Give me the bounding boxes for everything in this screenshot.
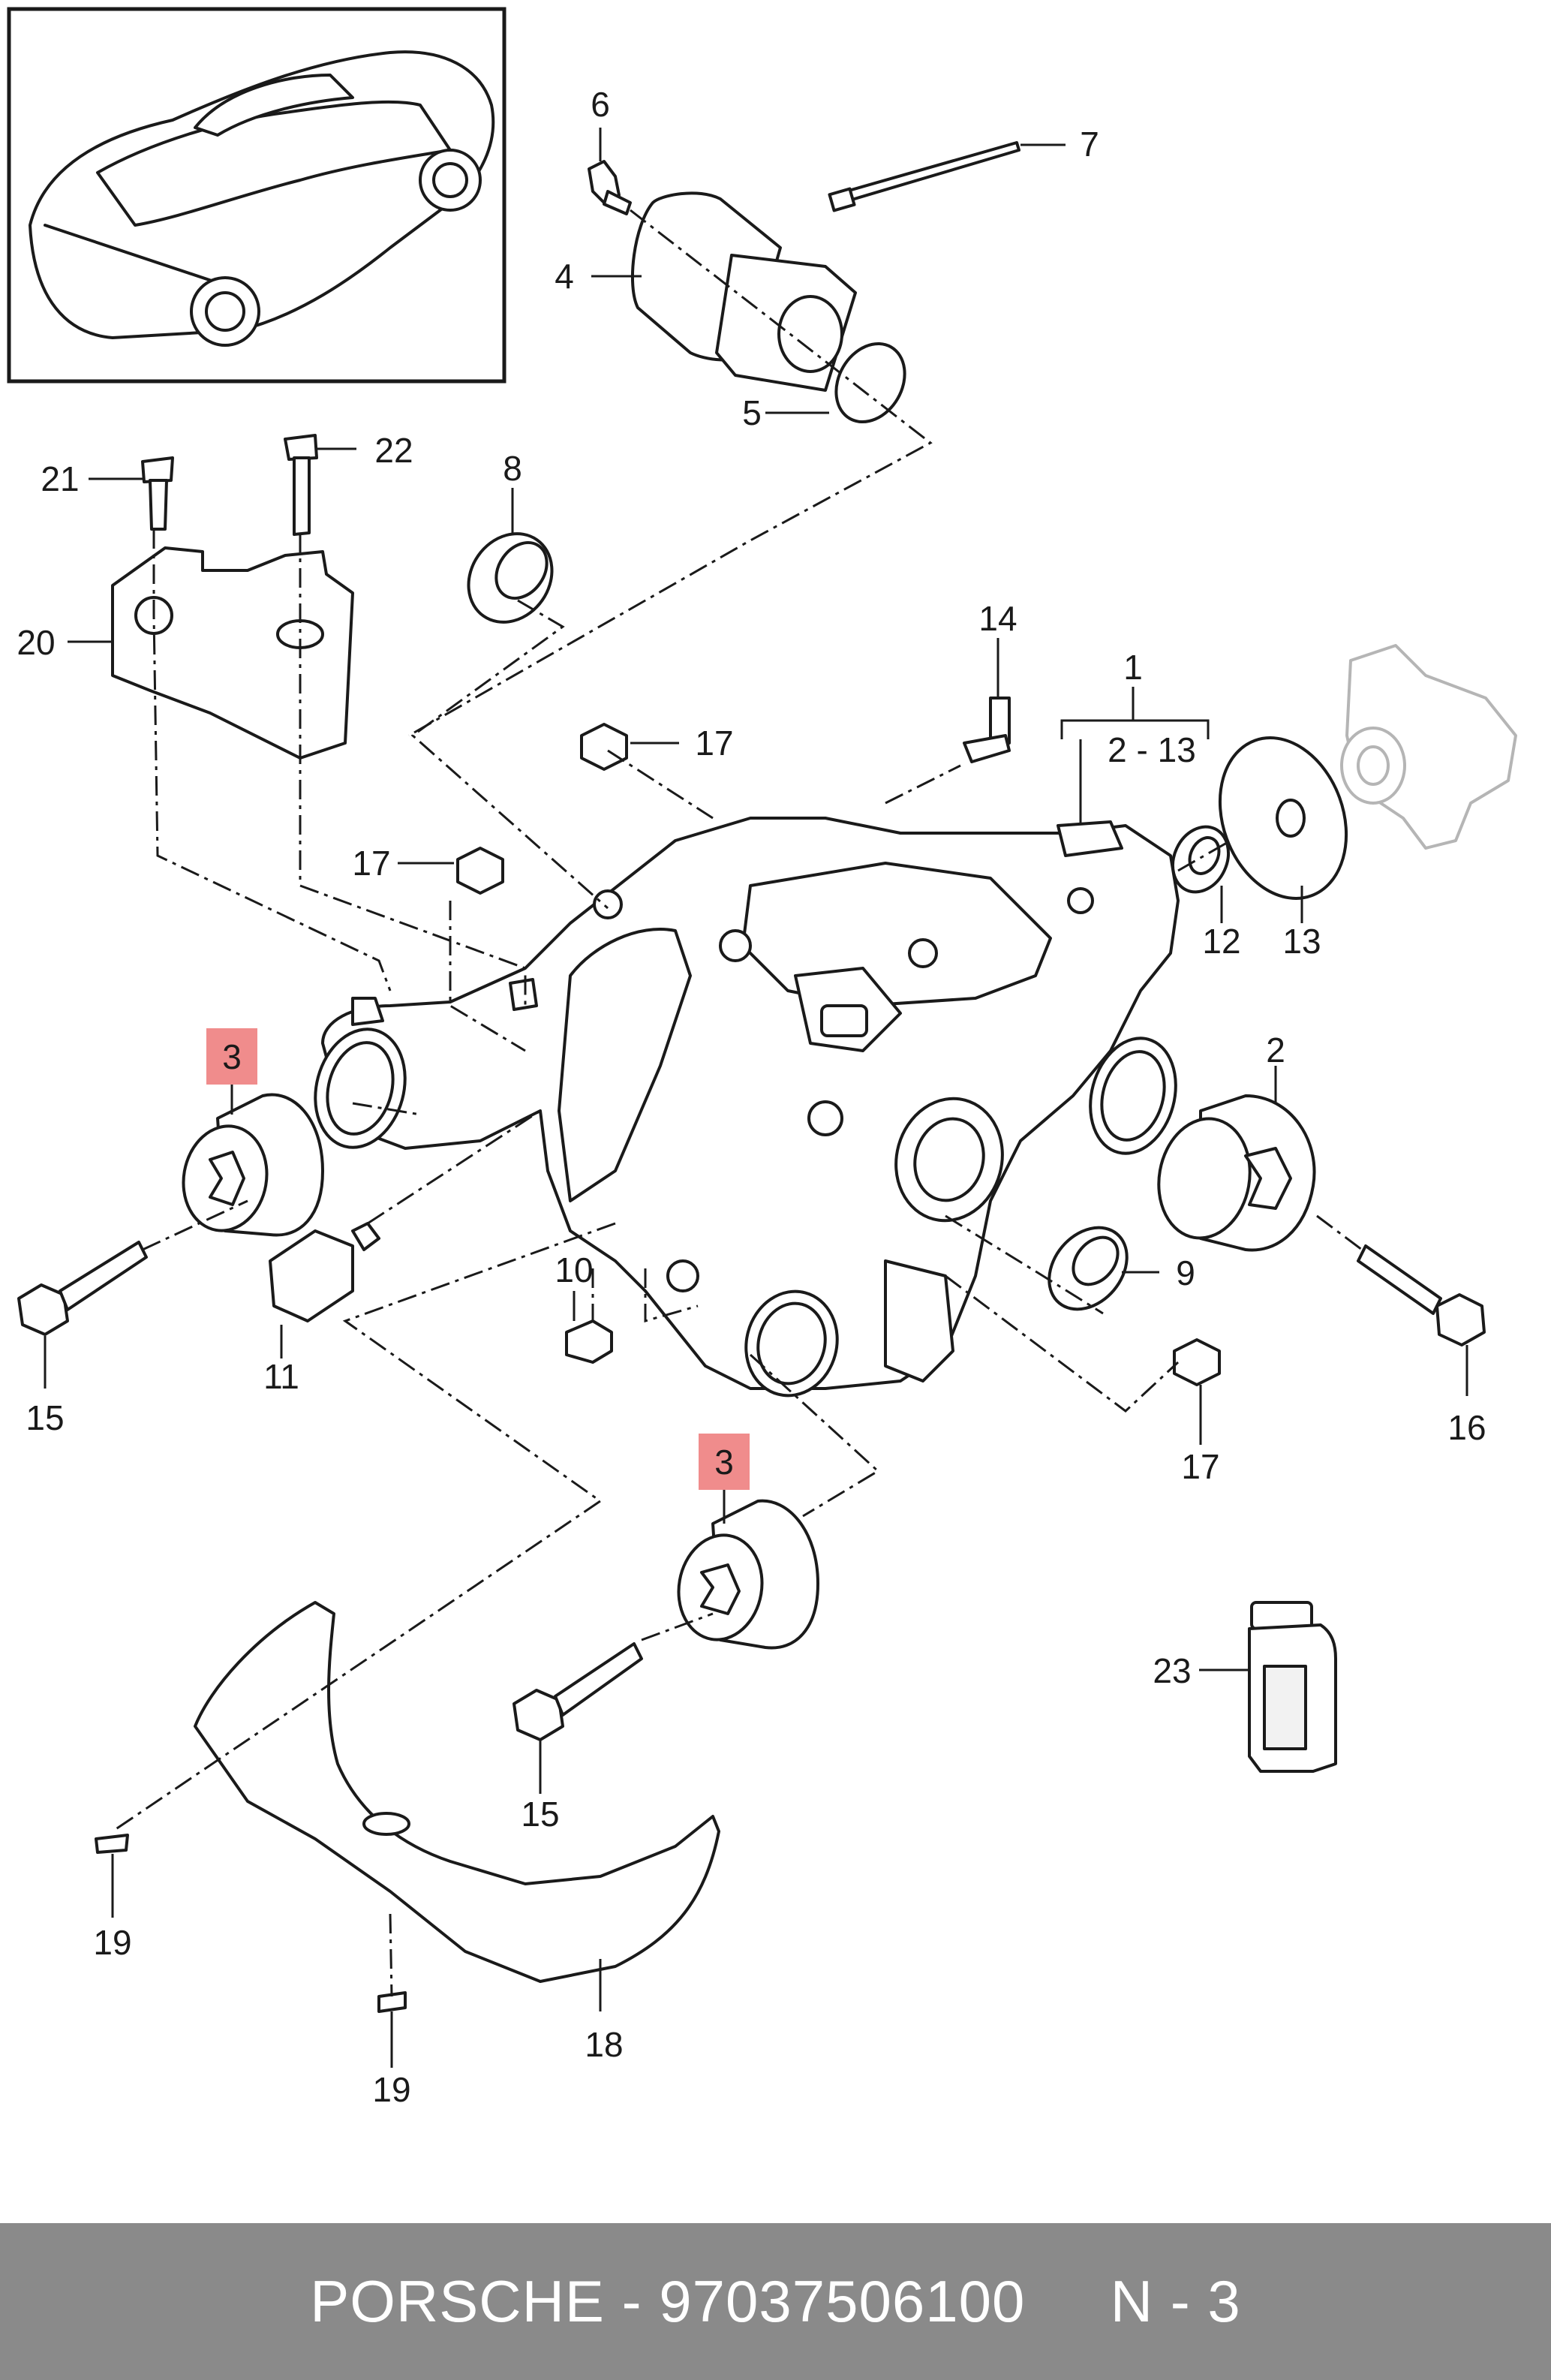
callout-8: 8 bbox=[503, 449, 522, 488]
callout-labels: 1 2 - 13 2 3 3 4 5 6 7 8 9 10 11 12 13 1… bbox=[17, 85, 1486, 2109]
callout-17-right: 17 bbox=[1181, 1447, 1219, 1486]
footer-bar: PORSCHE - 97037506100 N - 3 bbox=[0, 2223, 1551, 2380]
nut-17-top bbox=[580, 723, 679, 771]
callout-14: 14 bbox=[978, 599, 1017, 638]
highlight-3-bottom bbox=[699, 1434, 750, 1490]
seal-9 bbox=[1048, 1226, 1159, 1311]
callout-15-left: 15 bbox=[26, 1398, 64, 1437]
callout-16: 16 bbox=[1447, 1408, 1486, 1447]
callout-3-bottom: 3 bbox=[714, 1443, 734, 1482]
callout-9: 9 bbox=[1176, 1253, 1195, 1292]
nut-17-right bbox=[1173, 1338, 1221, 1445]
callout-2-13: 2 - 13 bbox=[1108, 730, 1196, 769]
callout-10: 10 bbox=[555, 1250, 593, 1289]
plug-11 bbox=[269, 1222, 380, 1358]
washer-13 bbox=[1218, 736, 1348, 923]
callout-12: 12 bbox=[1202, 922, 1240, 961]
callout-20: 20 bbox=[17, 623, 55, 662]
callout-19-left: 19 bbox=[93, 1923, 131, 1962]
bolt-15-left bbox=[17, 1241, 148, 1389]
sensor-14 bbox=[963, 638, 1011, 763]
bushing-2 bbox=[1157, 1066, 1316, 1252]
callout-23: 23 bbox=[1153, 1651, 1191, 1690]
nut-17-mid bbox=[398, 847, 504, 895]
vehicle-thumbnail bbox=[7, 7, 506, 384]
callout-18: 18 bbox=[585, 2025, 623, 2064]
exploded-parts-diagram: 1 2 - 13 2 3 3 4 5 6 7 8 9 10 11 12 13 1… bbox=[7, 7, 1517, 2109]
assembly-lines bbox=[112, 209, 1363, 1997]
bolt-16 bbox=[1357, 1244, 1486, 1396]
callout-2: 2 bbox=[1266, 1031, 1285, 1070]
screw-19-left bbox=[95, 1834, 129, 1918]
highlight-3-left bbox=[206, 1028, 257, 1085]
callout-6: 6 bbox=[591, 85, 610, 124]
flange-ghost bbox=[1340, 644, 1517, 850]
seal-8 bbox=[467, 488, 554, 624]
callout-15-bottom: 15 bbox=[521, 1795, 559, 1834]
oil-bottle-23 bbox=[1199, 1601, 1337, 1773]
part-number-caption: PORSCHE - 97037506100 N - 3 bbox=[310, 2268, 1241, 2334]
callout-17-mid: 17 bbox=[352, 844, 390, 883]
callout-1: 1 bbox=[1123, 648, 1143, 687]
actuator-group bbox=[588, 128, 906, 424]
group-bracket-1 bbox=[1060, 687, 1210, 833]
callout-21: 21 bbox=[41, 459, 79, 498]
cable-tie bbox=[828, 141, 1066, 212]
screw-19-bottom bbox=[377, 1991, 407, 2068]
callout-22: 22 bbox=[374, 431, 413, 470]
callout-17-top: 17 bbox=[695, 724, 733, 763]
callout-3-left: 3 bbox=[222, 1037, 242, 1076]
callout-7: 7 bbox=[1080, 125, 1099, 164]
callout-11: 11 bbox=[263, 1357, 299, 1396]
callout-5: 5 bbox=[742, 393, 762, 432]
callout-19-bottom: 19 bbox=[372, 2070, 410, 2109]
callout-4: 4 bbox=[555, 257, 574, 296]
differential-housing bbox=[314, 817, 1180, 1398]
plug-10 bbox=[565, 1291, 613, 1364]
seal-12 bbox=[1171, 825, 1230, 923]
callout-13: 13 bbox=[1282, 922, 1321, 961]
bolt-15-bottom bbox=[512, 1642, 643, 1794]
bracket-group bbox=[68, 434, 356, 760]
bushing-3-left bbox=[182, 1093, 324, 1237]
bushing-3-bottom bbox=[677, 1499, 819, 1650]
skid-plate-18 bbox=[194, 1601, 720, 2011]
